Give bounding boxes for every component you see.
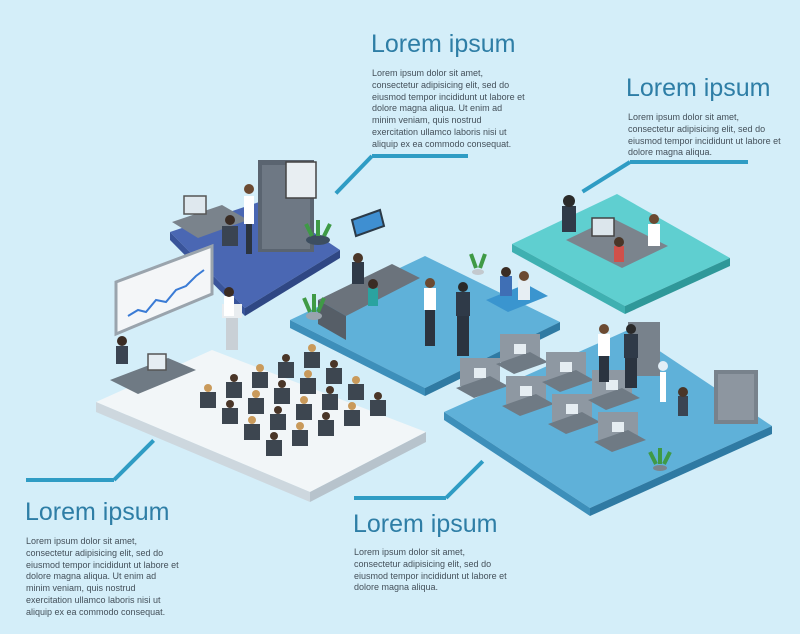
heading-bottom-center: Lorem ipsum (353, 510, 498, 538)
leader-line-bottom-center (354, 496, 446, 500)
body-top-right: Lorem ipsum dolor sit amet, consectetur … (628, 112, 781, 158)
leader-line-top-center (372, 154, 468, 158)
leader-line-bottom-left (26, 478, 114, 482)
body-top-center: Lorem ipsum dolor sit amet, consectetur … (372, 68, 525, 149)
audience-rows (200, 344, 386, 456)
body-bottom-left: Lorem ipsum dolor sit amet, consectetur … (26, 536, 179, 617)
leader-line-top-right (630, 160, 748, 164)
meeting-room (170, 160, 340, 316)
heading-top-right: Lorem ipsum (626, 74, 771, 102)
conference-room (96, 243, 426, 502)
heading-top-center: Lorem ipsum (371, 30, 516, 58)
body-bottom-center: Lorem ipsum dolor sit amet, consectetur … (354, 547, 507, 593)
heading-bottom-left: Lorem ipsum (25, 498, 170, 526)
workspace-area (444, 322, 772, 516)
office-room (512, 194, 730, 314)
